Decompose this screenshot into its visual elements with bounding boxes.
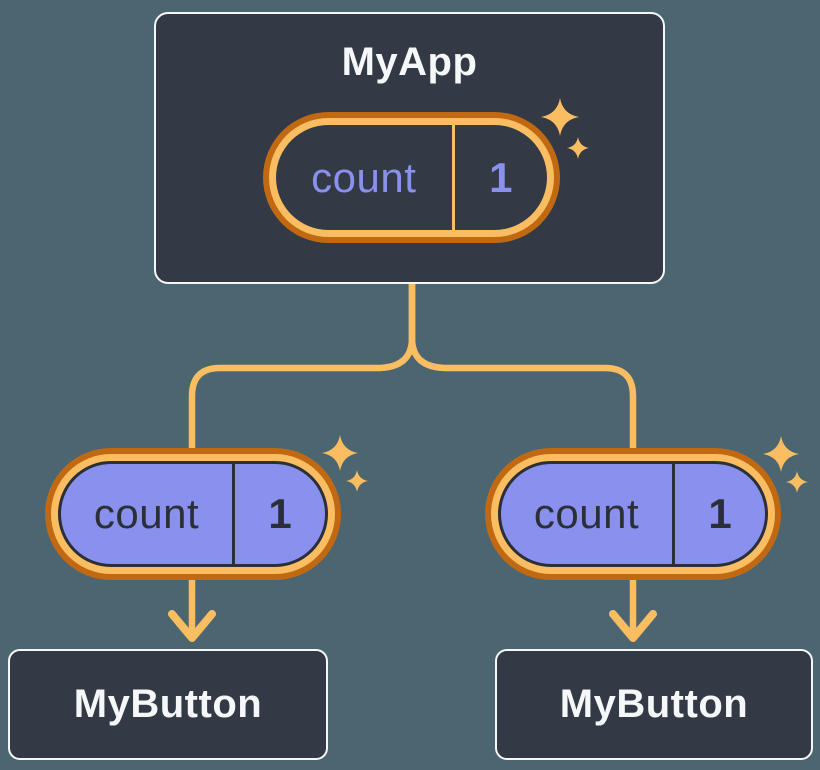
pill-divider [451, 125, 455, 230]
arrow-down-icon [168, 610, 216, 642]
sparkle-icon [346, 470, 368, 492]
props-pill-ring: count 1 [51, 454, 335, 574]
state-pill-ring: count 1 [269, 118, 554, 237]
pill-divider [672, 464, 675, 564]
arrow-down-icon [609, 610, 657, 642]
sparkle-icon [786, 471, 808, 493]
component-card-mybutton-left: MyButton [8, 649, 328, 760]
props-pill-right: count 1 [485, 448, 781, 580]
props-pill-left: count 1 [45, 448, 341, 580]
component-card-myapp: MyApp count 1 [154, 12, 665, 284]
component-title: MyButton [73, 682, 263, 726]
prop-value: 1 [268, 490, 292, 537]
sparkle-icon [763, 436, 799, 472]
prop-name: count [93, 490, 200, 537]
component-title: MyApp [341, 40, 478, 84]
state-name: count [311, 153, 417, 201]
prop-name: count [533, 490, 640, 537]
component-card-mybutton-right: MyButton [495, 649, 813, 760]
sparkle-icon [322, 435, 358, 471]
component-title: MyButton [559, 682, 749, 726]
state-pill: count 1 [263, 112, 560, 243]
state-value: 1 [489, 153, 513, 201]
props-pill-ring: count 1 [491, 454, 775, 574]
prop-value: 1 [708, 490, 732, 537]
